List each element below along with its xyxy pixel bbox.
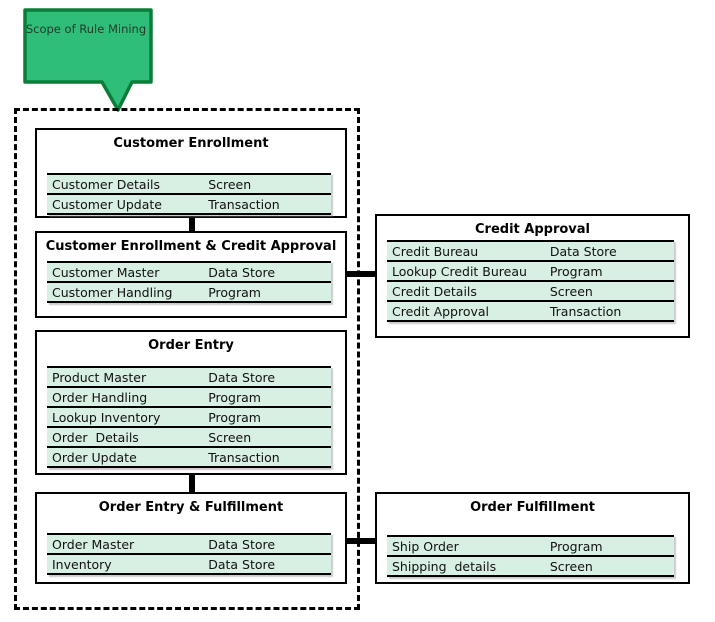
box-title: Order Entry & Fulfillment	[98, 500, 284, 515]
row-label: Credit Approval	[392, 303, 490, 319]
box-credit-approval: Credit Approval Credit Bureau Data Store…	[375, 214, 690, 338]
row-label: Credit Bureau	[392, 243, 479, 259]
box-rows: Order Master Data Store Inventory Data S…	[47, 533, 331, 575]
box-customer-enrollment: Customer Enrollment Customer Details Scr…	[35, 128, 347, 218]
connector-to-credit-approval	[346, 271, 376, 277]
table-row: Inventory Data Store	[47, 553, 331, 573]
table-row: Credit Bureau Data Store	[387, 240, 674, 260]
box-order-fulfillment: Order Fulfillment Ship Order Program Shi…	[375, 492, 690, 584]
row-label: Customer Details	[52, 176, 161, 192]
table-row: Customer Handling Program	[47, 281, 331, 301]
row-type: Transaction	[208, 196, 280, 212]
box-order-entry-fulfillment: Order Entry & Fulfillment Order Master D…	[35, 492, 347, 584]
box-title: Order Entry	[148, 338, 234, 353]
row-type: Screen	[549, 558, 593, 574]
table-row: Order Details Screen	[47, 426, 331, 446]
box-customer-enrollment-credit-approval: Customer Enrollment & Credit Approval Cu…	[35, 231, 347, 318]
table-row: Ship Order Program	[387, 535, 674, 555]
row-label: Order Handling	[52, 389, 148, 405]
row-type: Data Store	[208, 536, 276, 552]
row-label: Customer Handling	[52, 284, 173, 300]
scope-callout-label: Scope of Rule Mining	[25, 22, 147, 36]
row-label: Ship Order	[392, 538, 459, 554]
row-type: Program	[549, 263, 603, 279]
box-rows: Customer Master Data Store Customer Hand…	[47, 261, 331, 303]
scope-callout-bubble	[23, 8, 153, 112]
box-title: Customer Enrollment & Credit Approval	[45, 239, 337, 254]
table-row: Shipping details Screen	[387, 555, 674, 575]
row-type: Program	[208, 284, 261, 300]
row-label: Credit Details	[392, 283, 477, 299]
box-title: Credit Approval	[475, 222, 590, 237]
row-label: Lookup Inventory	[52, 409, 161, 425]
row-label: Order Master	[52, 536, 135, 552]
row-type: Data Store	[549, 243, 617, 259]
table-row: Customer Details Screen	[47, 173, 331, 193]
row-label: Order Details	[52, 429, 139, 445]
row-label: Shipping details	[392, 558, 497, 574]
box-rows: Credit Bureau Data Store Lookup Credit B…	[387, 240, 674, 322]
table-row: Order Update Transaction	[47, 446, 331, 466]
row-label: Lookup Credit Bureau	[392, 263, 527, 279]
row-type: Screen	[208, 429, 252, 445]
scope-boundary	[14, 108, 360, 610]
table-row: Lookup Credit Bureau Program	[387, 260, 674, 280]
row-type: Program	[549, 538, 603, 554]
table-row: Customer Master Data Store	[47, 261, 331, 281]
row-type: Screen	[208, 176, 252, 192]
row-label: Order Update	[52, 449, 137, 465]
table-row: Customer Update Transaction	[47, 193, 331, 213]
row-type: Program	[208, 389, 261, 405]
box-title: Customer Enrollment	[113, 136, 269, 151]
connector-enrollment-to-credit	[189, 217, 195, 232]
box-rows: Customer Details Screen Customer Update …	[47, 173, 331, 215]
row-type: Program	[208, 409, 261, 425]
box-title: Order Fulfillment	[470, 500, 595, 515]
row-type: Data Store	[208, 264, 276, 280]
row-label: Customer Update	[52, 196, 162, 212]
row-label: Product Master	[52, 369, 147, 385]
box-rows: Product Master Data Store Order Handling…	[47, 366, 331, 468]
row-type: Data Store	[208, 369, 276, 385]
row-type: Transaction	[549, 303, 622, 319]
row-label: Customer Master	[52, 264, 160, 280]
connector-to-order-fulfillment	[346, 538, 376, 544]
table-row: Credit Approval Transaction	[387, 300, 674, 320]
box-rows: Ship Order Program Shipping details Scre…	[387, 535, 674, 577]
table-row: Order Master Data Store	[47, 533, 331, 553]
callout-shape	[23, 8, 153, 112]
table-row: Credit Details Screen	[387, 280, 674, 300]
row-type: Screen	[549, 283, 593, 299]
box-order-entry: Order Entry Product Master Data Store Or…	[35, 330, 347, 475]
connector-orderentry-to-fulfillment	[189, 474, 195, 493]
table-row: Order Handling Program	[47, 386, 331, 406]
table-row: Lookup Inventory Program	[47, 406, 331, 426]
row-type: Transaction	[208, 449, 280, 465]
table-row: Product Master Data Store	[47, 366, 331, 386]
row-label: Inventory	[52, 556, 112, 572]
row-type: Data Store	[208, 556, 276, 572]
